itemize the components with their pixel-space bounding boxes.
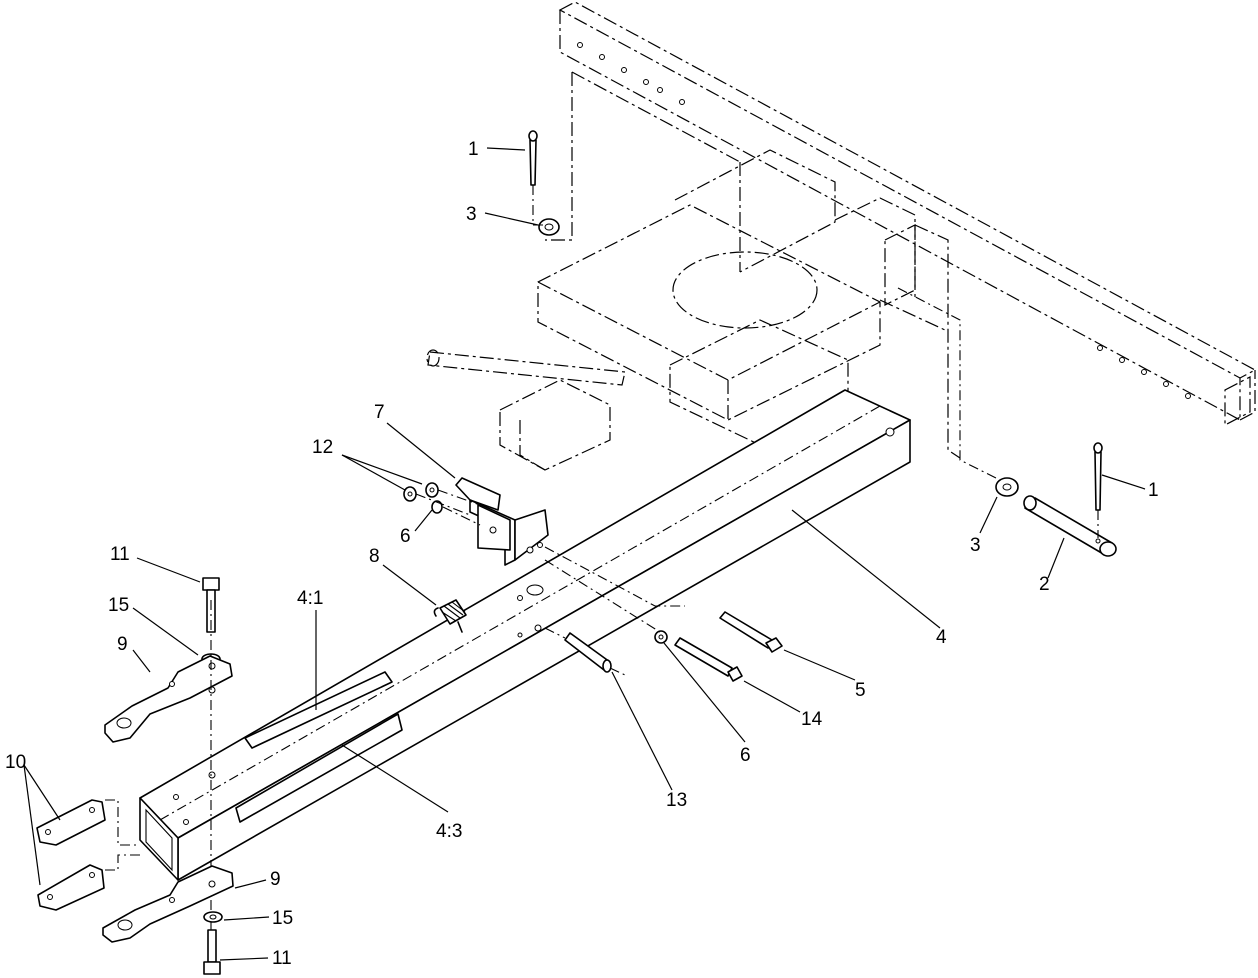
leader-lines [23, 147, 1146, 961]
callout-6-lower: 6 [740, 745, 751, 766]
callout-15-lower: 15 [272, 908, 293, 929]
latch-bracket [455, 477, 549, 566]
flange-nut-left [403, 486, 417, 502]
callout-6-upper: 6 [400, 526, 411, 547]
sleeve-13 [564, 632, 612, 673]
callout-11-upper: 11 [110, 544, 130, 565]
decal-4-1 [244, 671, 393, 749]
cotter-pin-upper [528, 130, 538, 186]
hitch-plate-lower [37, 864, 105, 911]
cotter-pin-lower [1093, 442, 1103, 511]
flat-washer-upper [538, 218, 560, 236]
hex-bolt-14 [674, 637, 743, 682]
spacer-upper [431, 500, 443, 514]
callout-11-lower: 11 [272, 948, 292, 969]
extension-spring [433, 599, 467, 633]
callout-1-lower: 1 [1148, 480, 1159, 501]
callout-9-lower: 9 [270, 869, 281, 890]
callout-15-upper: 15 [108, 595, 129, 616]
hex-bolt-upper [202, 577, 220, 633]
callout-4: 4 [936, 627, 947, 648]
callout-13: 13 [666, 790, 687, 811]
flat-washer-lower [995, 477, 1019, 497]
hitch-strap-lower [102, 865, 234, 943]
lock-washer-lower [203, 911, 223, 923]
hitch-pin [1023, 495, 1117, 557]
callout-5: 5 [855, 680, 866, 701]
callouts: 1 3 12 7 6 11 8 15 4:1 9 1 3 2 4 5 14 6 … [5, 139, 1159, 969]
callout-3-lower: 3 [970, 535, 981, 556]
callout-10: 10 [5, 752, 26, 773]
tongue-tube [139, 389, 911, 881]
callout-3-upper: 3 [466, 204, 477, 225]
callout-14: 14 [801, 709, 823, 730]
callout-12: 12 [312, 437, 333, 458]
hitch-strap-upper [104, 655, 233, 743]
hex-bolt-lower [203, 929, 221, 975]
callout-1-upper: 1 [468, 139, 479, 160]
flange-nut-right [425, 482, 439, 498]
callout-4-3: 4:3 [436, 821, 462, 842]
spacer-lower [654, 630, 668, 644]
callout-2: 2 [1039, 574, 1050, 595]
decal-4-3 [235, 713, 403, 823]
callout-4-1: 4:1 [297, 588, 323, 609]
callout-9-upper: 9 [117, 634, 128, 655]
callout-8: 8 [369, 546, 380, 567]
callout-7: 7 [374, 402, 385, 423]
phantom-rail-holes [577, 42, 1191, 399]
hex-bolt-5 [719, 611, 783, 653]
hitch-plate-upper [36, 799, 106, 846]
